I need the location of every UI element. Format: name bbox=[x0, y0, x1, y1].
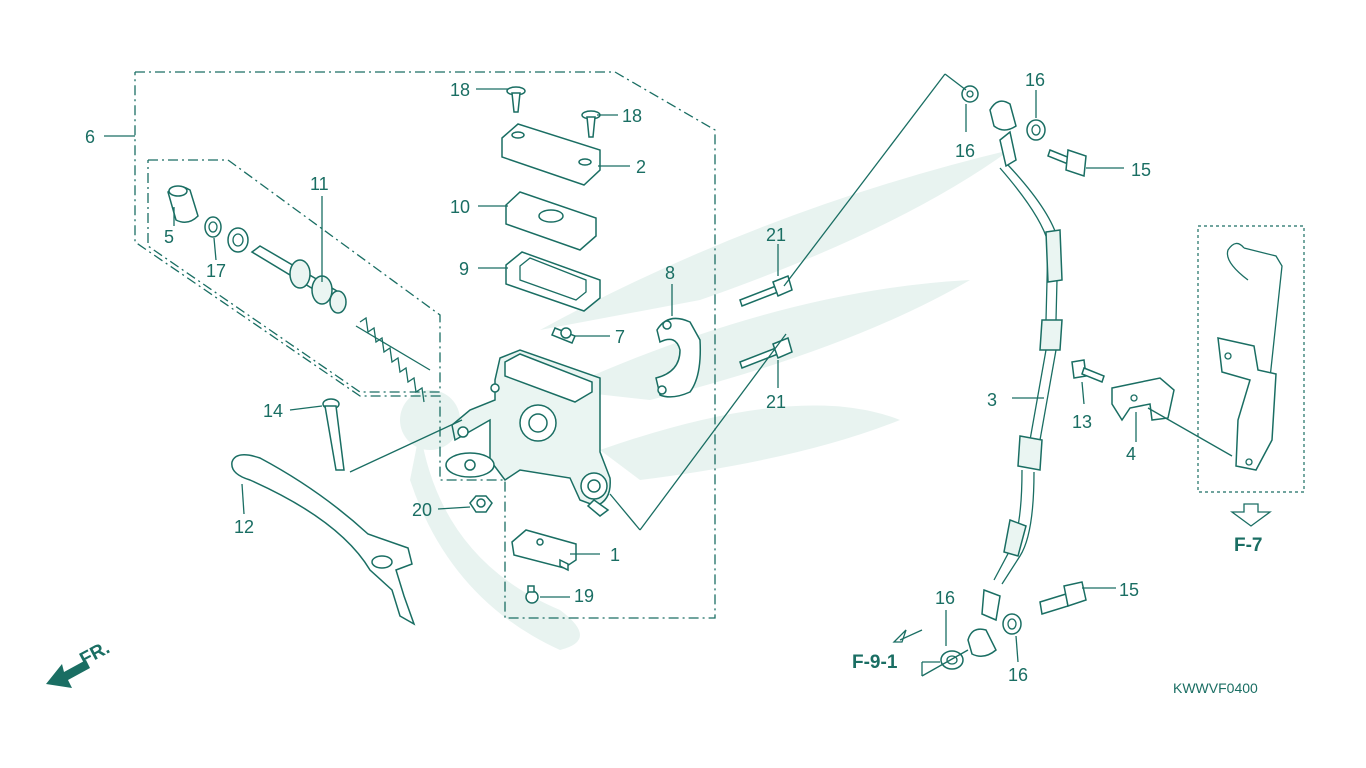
watermark-wing-logo bbox=[400, 150, 1010, 650]
screw-part-19 bbox=[525, 585, 539, 604]
sealing-washer-part-16-bottom-left bbox=[940, 650, 964, 670]
assembly-outline-6 bbox=[134, 71, 716, 619]
pivot-bolt-part-14 bbox=[322, 398, 345, 471]
assembly-outline-11 bbox=[147, 159, 441, 393]
callout-2: 2 bbox=[636, 157, 646, 177]
callout-16-top-left: 16 bbox=[955, 141, 975, 161]
bracket-f7 bbox=[1217, 242, 1283, 471]
callout-6: 6 bbox=[85, 127, 95, 147]
callout-3: 3 bbox=[987, 390, 997, 410]
sealing-washer-part-16-top-right bbox=[1026, 119, 1046, 141]
diagram-code: KWWVF0400 bbox=[1173, 680, 1258, 696]
piston-set bbox=[250, 245, 347, 314]
sealing-washer-part-16-bottom-right bbox=[1002, 613, 1022, 635]
callout-4: 4 bbox=[1126, 444, 1136, 464]
diaphragm-plate-part-10 bbox=[505, 191, 597, 251]
callout-20: 20 bbox=[412, 500, 432, 520]
f7-reference-arrow bbox=[1230, 503, 1272, 527]
callout-12: 12 bbox=[234, 517, 254, 537]
callout-13: 13 bbox=[1072, 412, 1092, 432]
oil-bolt-part-15-top bbox=[1047, 148, 1087, 178]
hose-clamp-part-4 bbox=[1111, 377, 1175, 422]
callout-16-bottom-left: 16 bbox=[935, 588, 955, 608]
callout-1: 1 bbox=[610, 545, 620, 565]
callout-16-bottom-right: 16 bbox=[1008, 665, 1028, 685]
holder-part-8 bbox=[655, 317, 702, 398]
callout-10: 10 bbox=[450, 197, 470, 217]
callout-9: 9 bbox=[459, 259, 469, 279]
screw-part-18a bbox=[506, 86, 526, 113]
boot-part-5 bbox=[167, 185, 199, 223]
diaphragm-part-9 bbox=[505, 251, 601, 312]
circlip-part-17 bbox=[204, 216, 222, 238]
stop-switch-part-1 bbox=[511, 529, 577, 572]
nut-part-20 bbox=[469, 495, 493, 513]
callout-21-bottom: 21 bbox=[766, 392, 786, 412]
callout-18-right: 18 bbox=[622, 106, 642, 126]
front-direction-arrow-icon bbox=[46, 660, 90, 688]
leader-lines bbox=[104, 73, 1233, 677]
callout-8: 8 bbox=[665, 263, 675, 283]
master-cylinder-body bbox=[445, 349, 611, 517]
reference-f7: F-7 bbox=[1234, 535, 1263, 556]
callout-7: 7 bbox=[615, 327, 625, 347]
callout-18-left: 18 bbox=[450, 80, 470, 100]
washer-part bbox=[227, 227, 249, 253]
reservoir-cap-part-2 bbox=[501, 123, 601, 186]
callout-15-bottom: 15 bbox=[1119, 580, 1139, 600]
oil-bolt-part-15-bottom bbox=[1039, 581, 1087, 615]
callout-14: 14 bbox=[263, 401, 283, 421]
spring bbox=[355, 316, 431, 403]
callout-11: 11 bbox=[310, 174, 329, 194]
callout-15-top: 15 bbox=[1131, 160, 1151, 180]
callout-17: 17 bbox=[206, 261, 226, 281]
screw-part-7 bbox=[551, 327, 576, 344]
callout-19: 19 bbox=[574, 586, 594, 606]
callout-21-top: 21 bbox=[766, 225, 786, 245]
brake-lever-part-12 bbox=[231, 454, 416, 626]
bolt-part-13 bbox=[1071, 359, 1105, 383]
callout-5: 5 bbox=[164, 227, 174, 247]
callout-16-top-right: 16 bbox=[1025, 70, 1045, 90]
bolt-part-21b bbox=[739, 336, 793, 369]
reference-f9-1: F-9-1 bbox=[852, 652, 898, 673]
